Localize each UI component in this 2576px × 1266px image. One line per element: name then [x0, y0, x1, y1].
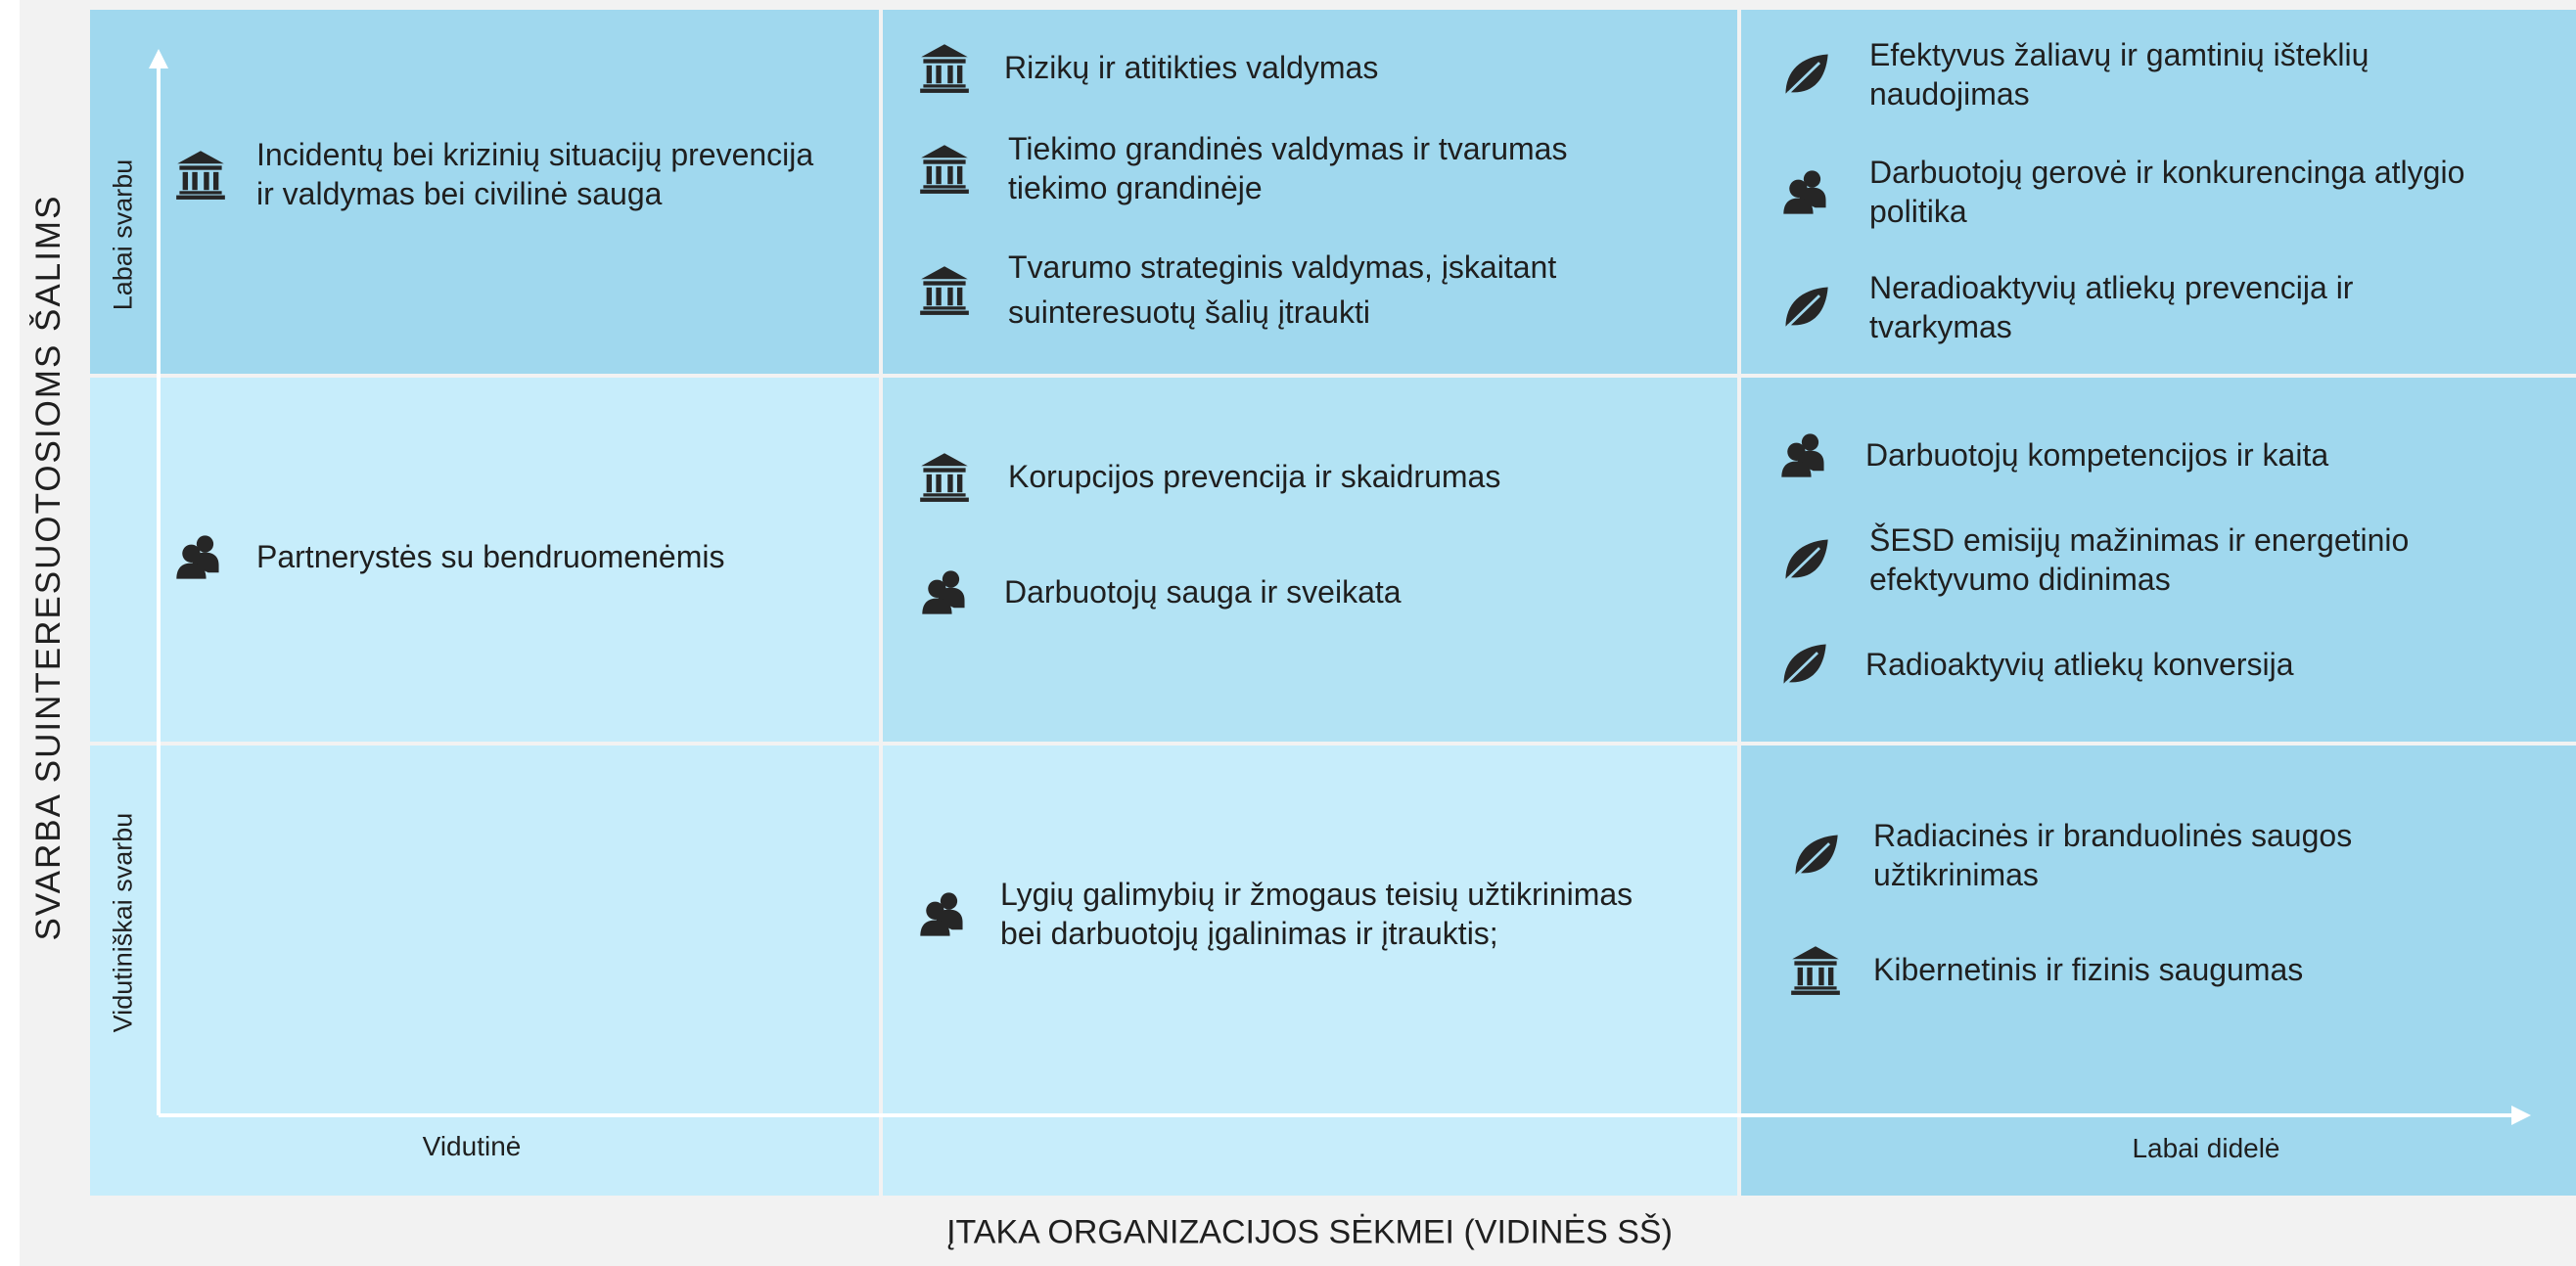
leaf-icon — [1777, 279, 1834, 336]
cell-bottom-left — [90, 746, 879, 1196]
y-level-high: Labai svarbu — [108, 158, 138, 311]
cell-bottom-right — [1741, 746, 2576, 1196]
people-icon — [914, 885, 971, 942]
item-neradioaktyvios-atliekos: Neradioaktyvių atliekų prevencija ir tva… — [1777, 268, 2560, 346]
item-label: Kibernetinis ir fizinis saugumas — [1873, 952, 2304, 987]
people-icon — [916, 564, 973, 620]
item-lygios-galimybes: Lygių galimybių ir žmogaus teisių užtikr… — [914, 875, 1697, 953]
item-partnerystes: Partnerystės su bendruomenėmis — [170, 528, 855, 585]
item-label: Darbuotojų gerovė ir konkurencinga atlyg… — [1869, 155, 2465, 229]
item-kompetencijos: Darbuotojų kompetencijos ir kaita — [1775, 427, 2558, 483]
y-level-medium: Vidutiniškai svarbu — [108, 812, 138, 1033]
building-columns-icon — [916, 39, 973, 96]
item-darbuotoju-gerove: Darbuotojų gerovė ir konkurencinga atlyg… — [1777, 153, 2560, 231]
item-radiacine-sauga: Radiacinės ir branduolinės saugos užtikr… — [1787, 816, 2560, 894]
cell-top-right — [1741, 10, 2576, 374]
building-columns-icon — [172, 146, 229, 203]
item-label: Tiekimo grandinės valdymas ir tvarumas t… — [1008, 131, 1568, 205]
item-kibernetinis-saugumas: Kibernetinis ir fizinis saugumas — [1787, 941, 2560, 998]
item-label: Darbuotojų kompetencijos ir kaita — [1865, 437, 2329, 473]
item-label: ŠESD emisijų mažinimas ir energetinio ef… — [1869, 522, 2410, 597]
cell-mid-middle — [883, 378, 1737, 742]
item-label: Efektyvus žaliavų ir gamtinių išteklių n… — [1869, 37, 2369, 112]
item-label: Radioaktyvių atliekų konversija — [1865, 647, 2294, 682]
leaf-icon — [1777, 46, 1834, 103]
x-level-high: Labai didelė — [2132, 1133, 2280, 1163]
item-rizikos: Rizikų ir atitikties valdymas — [916, 39, 1699, 96]
y-axis-arrowhead — [149, 49, 168, 68]
cell-bottom-middle — [883, 746, 1737, 1196]
y-axis-title: SVARBA SUINTERESUOTOSIOMS ŠALIMS — [29, 194, 68, 941]
building-columns-icon — [916, 140, 973, 197]
building-columns-icon — [916, 261, 973, 318]
item-korupcija: Korupcijos prevencija ir skaidrumas — [916, 448, 1699, 505]
item-label: Neradioaktyvių atliekų prevencija ir tva… — [1869, 270, 2354, 344]
item-label: Tvarumo strateginis valdymas, įskaitant … — [1008, 249, 1557, 330]
x-axis-title: ĮTAKA ORGANIZACIJOS SĖKMEI (VIDINĖS SŠ) — [946, 1213, 1673, 1251]
building-columns-icon — [916, 448, 973, 505]
item-label: Korupcijos prevencija ir skaidrumas — [1008, 459, 1501, 494]
x-level-medium: Vidutinė — [422, 1131, 522, 1161]
item-label: Darbuotojų sauga ir sveikata — [1004, 574, 1402, 610]
leaf-icon — [1775, 636, 1832, 693]
item-tvarumo-strategija: Tvarumo strateginis valdymas, įskaitant … — [916, 245, 1699, 335]
leaf-icon — [1777, 531, 1834, 588]
item-label: Radiacinės ir branduolinės saugos užtikr… — [1873, 818, 2353, 892]
item-label: Incidentų bei krizinių situacijų prevenc… — [256, 137, 814, 211]
people-icon — [1777, 163, 1834, 220]
x-axis-arrowhead — [2511, 1106, 2531, 1125]
cell-mid-right — [1741, 378, 2576, 742]
item-label: Rizikų ir atitikties valdymas — [1004, 50, 1379, 85]
item-zaliavos: Efektyvus žaliavų ir gamtinių išteklių n… — [1777, 35, 2560, 113]
people-icon — [170, 528, 227, 585]
item-tiekimas: Tiekimo grandinės valdymas ir tvarumas t… — [916, 129, 1699, 207]
building-columns-icon — [1787, 941, 1844, 998]
leaf-icon — [1787, 827, 1844, 883]
item-label: Partnerystės su bendruomenėmis — [256, 539, 725, 574]
item-incidentai: Incidentų bei krizinių situacijų prevenc… — [172, 135, 838, 213]
item-radioaktyvios-atliekos: Radioaktyvių atliekų konversija — [1775, 636, 2558, 693]
cell-mid-left — [90, 378, 879, 742]
item-label: Lygių galimybių ir žmogaus teisių užtikr… — [1000, 877, 1633, 951]
cell-top-middle — [883, 10, 1737, 374]
people-icon — [1775, 427, 1832, 483]
item-darbuotoju-sauga: Darbuotojų sauga ir sveikata — [916, 564, 1699, 620]
item-sesd: ŠESD emisijų mažinimas ir energetinio ef… — [1777, 520, 2560, 599]
